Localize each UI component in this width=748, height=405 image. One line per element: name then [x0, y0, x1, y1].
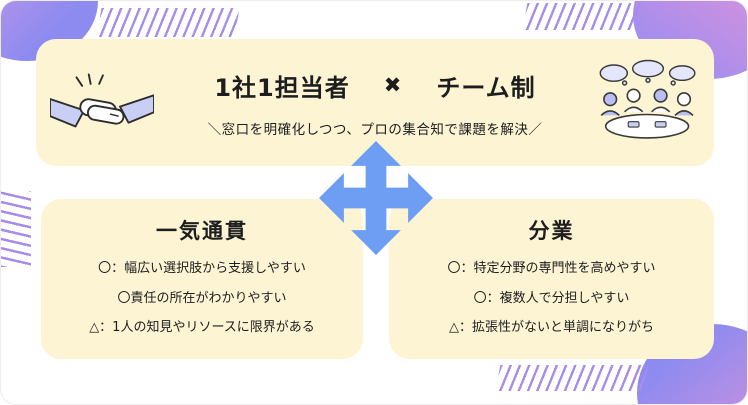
banner-title-right: チーム制 [436, 73, 536, 102]
banner-title-left: 1社1担当者 [214, 73, 350, 102]
four-way-arrow-icon [319, 141, 433, 255]
left-box-item: 〇：幅広い選択肢から支援しやすい [98, 261, 306, 276]
right-box-item: △：拡張性がないと単調になりがち [449, 320, 654, 335]
decoration-stripes-bottom-right [495, 365, 649, 391]
left-box-item: 〇責任の所在がわかりやすい [117, 290, 287, 306]
decoration-stripes-top-left [96, 8, 240, 37]
team-meeting-icon [599, 59, 696, 139]
left-comparison-box: 一気通貫 〇：幅広い選択肢から支援しやすい 〇責任の所在がわかりやすい △：1人… [41, 199, 363, 359]
decoration-stripes-left [1, 191, 31, 267]
right-box-title: 分業 [528, 219, 575, 243]
multiply-icon: ✖ [383, 73, 403, 97]
right-comparison-box: 分業 〇：特定分野の専門性を高めやすい 〇：複数人で分担しやすい △：拡張性がな… [389, 199, 714, 359]
right-box-item: 〇：複数人で分担しやすい [473, 290, 630, 306]
left-box-title: 一気通貫 [156, 219, 248, 243]
left-box-item: △：1人の知見やリソースに限界がある [89, 320, 315, 335]
handshake-icon [50, 73, 154, 128]
decoration-stripes-top-right [522, 3, 646, 30]
banner-title: 1社1担当者 ✖ チーム制 [214, 68, 535, 103]
banner-subtitle: ＼窓口を明確化しつつ、プロの集合知で課題を解決／ [207, 121, 543, 138]
right-box-item: 〇：特定分野の専門性を高めやすい [447, 261, 656, 276]
